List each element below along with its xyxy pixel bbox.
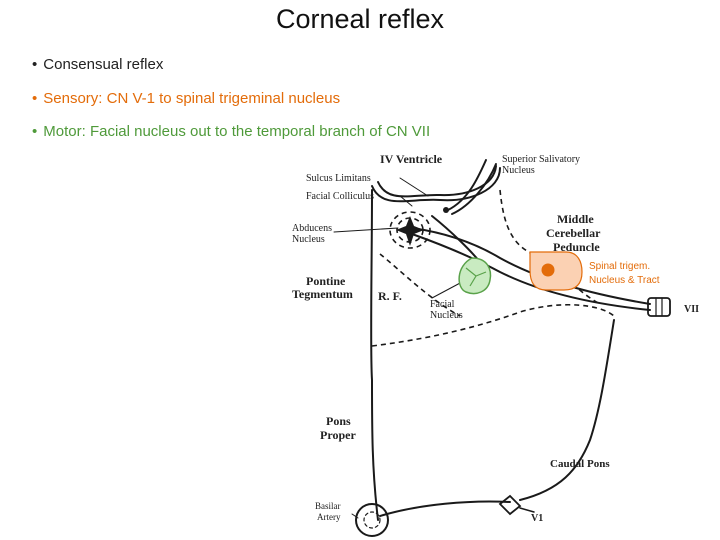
spinal-trigeminal-highlight (529, 251, 583, 291)
salivatory-nucleus-dot (443, 207, 449, 213)
bullet-sensory: • Sensory: CN V-1 to spinal trigeminal nu… (32, 90, 340, 107)
label-v1: V1 (531, 513, 543, 524)
label-iv-ventricle: IV Ventricle (380, 152, 443, 166)
label-facial-nucleus: Nucleus (430, 310, 463, 321)
label-sulcus-limitans: Sulcus Limitans (306, 173, 371, 184)
facial-nerve-fiber-1 (411, 227, 651, 305)
leader-sulcus (399, 177, 429, 197)
bullet-dot: • (32, 123, 38, 140)
v1-nerve-stump (498, 494, 522, 516)
label-proper: Proper (320, 428, 356, 442)
right-pons-wall (519, 319, 615, 501)
bullet-dot: • (32, 90, 38, 107)
facial-nucleus-highlight (458, 257, 492, 295)
label-middle: Middle (557, 212, 594, 226)
label-spinal-trigem: Spinal trigem. (589, 261, 650, 272)
pons-bottom (379, 500, 511, 517)
bullet-text: Sensory: CN V-1 to spinal trigeminal nuc… (43, 90, 341, 107)
label-peduncle: Peduncle (553, 240, 600, 254)
leader-colliculus (399, 195, 413, 207)
tegmentum-dashed-1 (379, 253, 461, 317)
label-tegmentum: Tegmentum (292, 287, 353, 301)
pons-cross-section-diagram: IV Ventricle Superior Salivatory Nucleus… (292, 152, 699, 537)
label-vii: VII (684, 304, 699, 315)
bullet-dot: • (32, 56, 38, 73)
label-basilar: Basilar (315, 501, 341, 511)
vii-nerve-stump (647, 297, 671, 317)
bullet-text: Motor: Facial nucleus out to the tempora… (43, 123, 431, 140)
label-abducens-nucleus: Nucleus (292, 234, 325, 245)
ventricle-floor-outer (371, 167, 501, 203)
label-artery: Artery (317, 512, 341, 522)
bullet-consensual-reflex: • Consensual reflex (32, 56, 163, 73)
slide-title: Corneal reflex (275, 4, 445, 34)
label-facial-colliculus: Facial Colliculus (306, 191, 374, 202)
label-superior-salivatory: Superior Salivatory (502, 154, 580, 165)
leader-abducens (333, 227, 399, 233)
cerebellar-peduncle-border (499, 189, 601, 305)
leader-facial-nucleus (431, 281, 463, 299)
abducens-nucleus-outline (389, 211, 431, 249)
ventricle-floor-inner (377, 165, 497, 198)
leader-basilar (351, 513, 359, 519)
bullet-motor: • Motor: Facial nucleus out to the tempor… (32, 123, 430, 140)
salivatory-fiber (447, 159, 487, 211)
label-pons: Pons (326, 414, 351, 428)
tegmentum-basis-border (371, 304, 615, 347)
bullet-text: Consensual reflex (43, 56, 164, 73)
label-pontine: Pontine (306, 274, 346, 288)
salivatory-fiber-2 (451, 163, 497, 215)
abducens-neuron (396, 216, 424, 246)
left-pons-wall (370, 189, 379, 521)
label-caudal-pons: Caudal Pons (550, 458, 610, 470)
label-reticular-formation: R. F. (378, 289, 402, 303)
facial-nerve-fiber-2 (411, 233, 651, 311)
spinal-trigeminal-nucleus-dot (541, 263, 555, 277)
label-abducens: Abducens (292, 223, 332, 234)
label-facial: Facial (430, 299, 455, 310)
label-superior-salivatory-nucleus: Nucleus (502, 165, 535, 176)
basilar-artery (355, 503, 389, 537)
label-cerebellar: Cerebellar (546, 226, 601, 240)
label-spinal-trigem-tract: Nucleus & Tract (589, 275, 660, 286)
